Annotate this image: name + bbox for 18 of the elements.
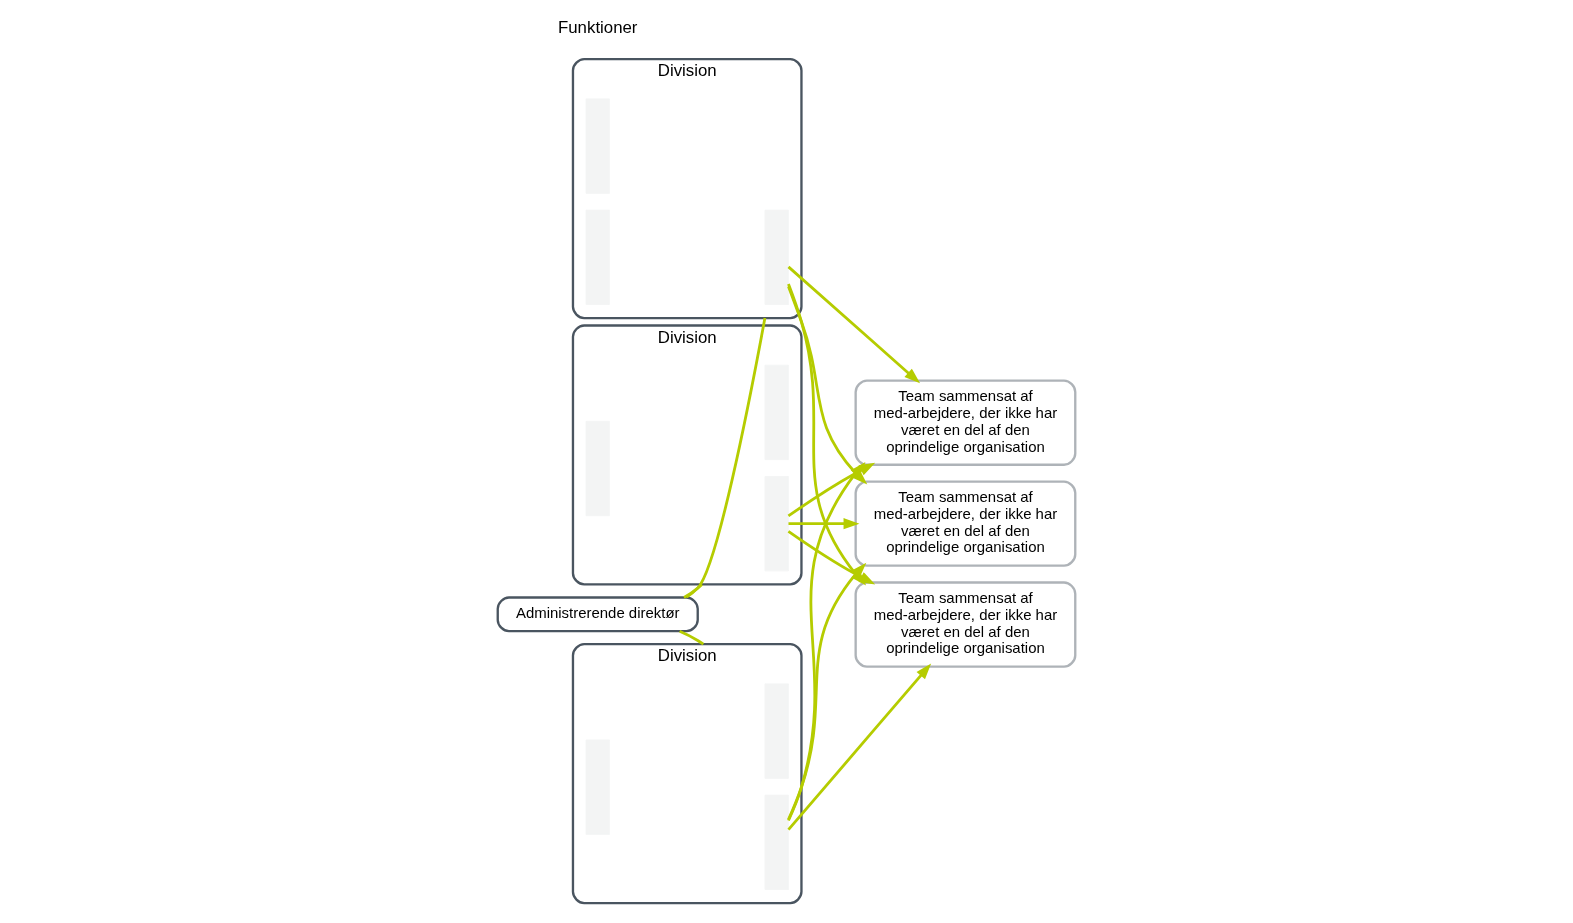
arrow (787, 462, 876, 518)
node-box: Administrerende direktør (496, 596, 699, 633)
connector (683, 583, 703, 599)
cluster: Division (571, 643, 803, 905)
label: Funktioner (558, 18, 638, 38)
node-box: Team sammensat af med-arbejdere, der ikke har været en del af den oprindelige organisation (854, 581, 1077, 668)
arrow (787, 663, 932, 831)
connector (685, 317, 767, 599)
node-bar (764, 794, 789, 890)
node-box: Team sammensat af med-arbejdere, der ikke har været en del af den oprindelige organisation (854, 379, 1077, 466)
connector (679, 629, 705, 646)
cluster: Division (571, 324, 803, 586)
arrow (788, 518, 860, 530)
arrow (787, 265, 921, 384)
cluster: Division (571, 58, 803, 320)
node-bar (764, 209, 789, 305)
node-bar (764, 476, 789, 572)
node-box: Team sammensat af med-arbejdere, der ikke har været en del af den oprindelige organisation (854, 480, 1077, 567)
